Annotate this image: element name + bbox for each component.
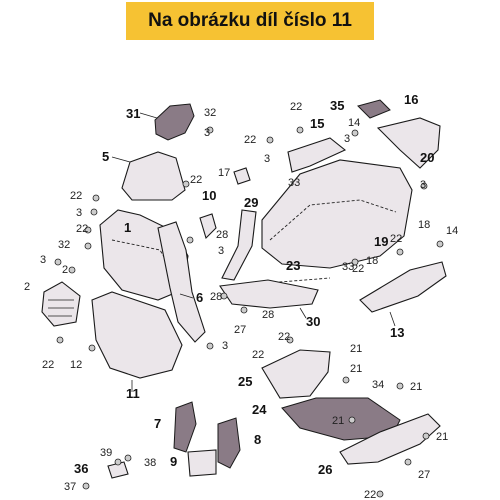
callout-9: 9 bbox=[170, 454, 177, 469]
callout-22f: 22 bbox=[244, 134, 256, 146]
callout-22h: 22 bbox=[352, 263, 364, 275]
part-5-windscreen bbox=[121, 151, 186, 201]
callout-5: 5 bbox=[102, 149, 109, 164]
callout-30: 30 bbox=[306, 314, 320, 329]
part-19-body-frame bbox=[261, 159, 413, 269]
callout-6: 6 bbox=[196, 290, 203, 305]
callout-27b: 27 bbox=[418, 469, 430, 481]
part-10-knob bbox=[199, 213, 217, 240]
callout-39: 39 bbox=[100, 447, 112, 459]
callout-3h: 3 bbox=[420, 179, 426, 191]
callout-25: 25 bbox=[238, 374, 252, 389]
part-30-lower-panel bbox=[219, 279, 319, 309]
callout-22d: 22 bbox=[42, 359, 54, 371]
callout-12: 12 bbox=[70, 359, 82, 371]
callout-22a: 22 bbox=[70, 190, 82, 202]
callout-3f: 3 bbox=[264, 153, 270, 165]
callout-21b: 21 bbox=[350, 363, 362, 375]
callout-31: 31 bbox=[126, 106, 140, 121]
part-31-shape bbox=[154, 103, 195, 141]
callout-22i: 22 bbox=[278, 331, 290, 343]
callout-8: 8 bbox=[254, 432, 261, 447]
callout-33a: 33 bbox=[288, 177, 300, 189]
callout-35: 35 bbox=[330, 98, 344, 113]
banner-title: Na obrázku díl číslo 11 bbox=[148, 10, 352, 31]
callout-18b: 18 bbox=[366, 255, 378, 267]
callout-38: 38 bbox=[144, 457, 156, 469]
callout-28c: 28 bbox=[262, 309, 274, 321]
callout-16: 16 bbox=[404, 92, 418, 107]
callout-22k: 22 bbox=[364, 489, 376, 500]
part-17-cap bbox=[233, 167, 251, 185]
part-26-lower-skirt bbox=[339, 413, 441, 465]
part-2-grille bbox=[41, 281, 81, 327]
callout-1: 1 bbox=[124, 220, 131, 235]
callout-3a: 3 bbox=[204, 127, 210, 139]
callout-15: 15 bbox=[310, 116, 324, 131]
callout-3c: 3 bbox=[40, 254, 46, 266]
callout-29: 29 bbox=[244, 195, 258, 210]
callout-17: 17 bbox=[218, 167, 230, 179]
fasteners bbox=[54, 126, 444, 498]
callout-3e: 3 bbox=[222, 340, 228, 352]
callout-2a: 2 bbox=[62, 264, 68, 276]
callout-21e: 21 bbox=[436, 431, 448, 443]
callout-22g: 22 bbox=[390, 233, 402, 245]
callout-14b: 14 bbox=[446, 225, 458, 237]
title-banner: Na obrázku díl číslo 11 bbox=[126, 2, 374, 40]
callout-21a: 21 bbox=[350, 343, 362, 355]
callout-36: 36 bbox=[74, 461, 88, 476]
callout-3g: 3 bbox=[344, 133, 350, 145]
callout-28a: 28 bbox=[216, 229, 228, 241]
callout-23: 23 bbox=[286, 258, 300, 273]
part-9-box bbox=[187, 449, 217, 477]
callout-21c: 21 bbox=[410, 381, 422, 393]
callout-28b: 28 bbox=[210, 291, 222, 303]
part-7-pad bbox=[173, 401, 197, 453]
callout-22j: 22 bbox=[252, 349, 264, 361]
callout-10: 10 bbox=[202, 188, 216, 203]
callout-22b: 22 bbox=[190, 174, 202, 186]
callout-3b: 3 bbox=[76, 207, 82, 219]
part-16-rear-top bbox=[376, 117, 441, 169]
callout-34: 34 bbox=[372, 379, 384, 391]
callout-37: 37 bbox=[64, 481, 76, 493]
callout-19: 19 bbox=[374, 234, 388, 249]
callout-22c: 22 bbox=[76, 223, 88, 235]
callout-14a: 14 bbox=[348, 117, 360, 129]
callout-18a: 18 bbox=[418, 219, 430, 231]
part-35-badge bbox=[357, 99, 391, 119]
callout-11: 11 bbox=[126, 386, 140, 401]
callout-22e: 22 bbox=[290, 101, 302, 113]
callout-26: 26 bbox=[318, 462, 332, 477]
part-29-strip bbox=[221, 209, 257, 281]
callout-32a: 32 bbox=[204, 107, 216, 119]
part-13-rear-side bbox=[359, 261, 447, 313]
callout-21d: 21 bbox=[332, 415, 344, 427]
callout-13: 13 bbox=[390, 325, 404, 340]
part-8-pad bbox=[217, 417, 241, 469]
callout-20: 20 bbox=[420, 150, 434, 165]
callout-27a: 27 bbox=[234, 324, 246, 336]
callout-33b: 33 bbox=[342, 261, 354, 273]
callout-7: 7 bbox=[154, 416, 161, 431]
part-6-side-fairing bbox=[157, 221, 206, 343]
part-25-inner-cover bbox=[261, 349, 331, 399]
part-11-leg-shield bbox=[91, 291, 183, 379]
part-15-upper-cover bbox=[287, 137, 347, 173]
callout-3d: 3 bbox=[218, 245, 224, 257]
callout-24: 24 bbox=[252, 402, 267, 417]
callout-2b: 2 bbox=[24, 281, 30, 293]
callout-32b: 32 bbox=[58, 239, 70, 251]
